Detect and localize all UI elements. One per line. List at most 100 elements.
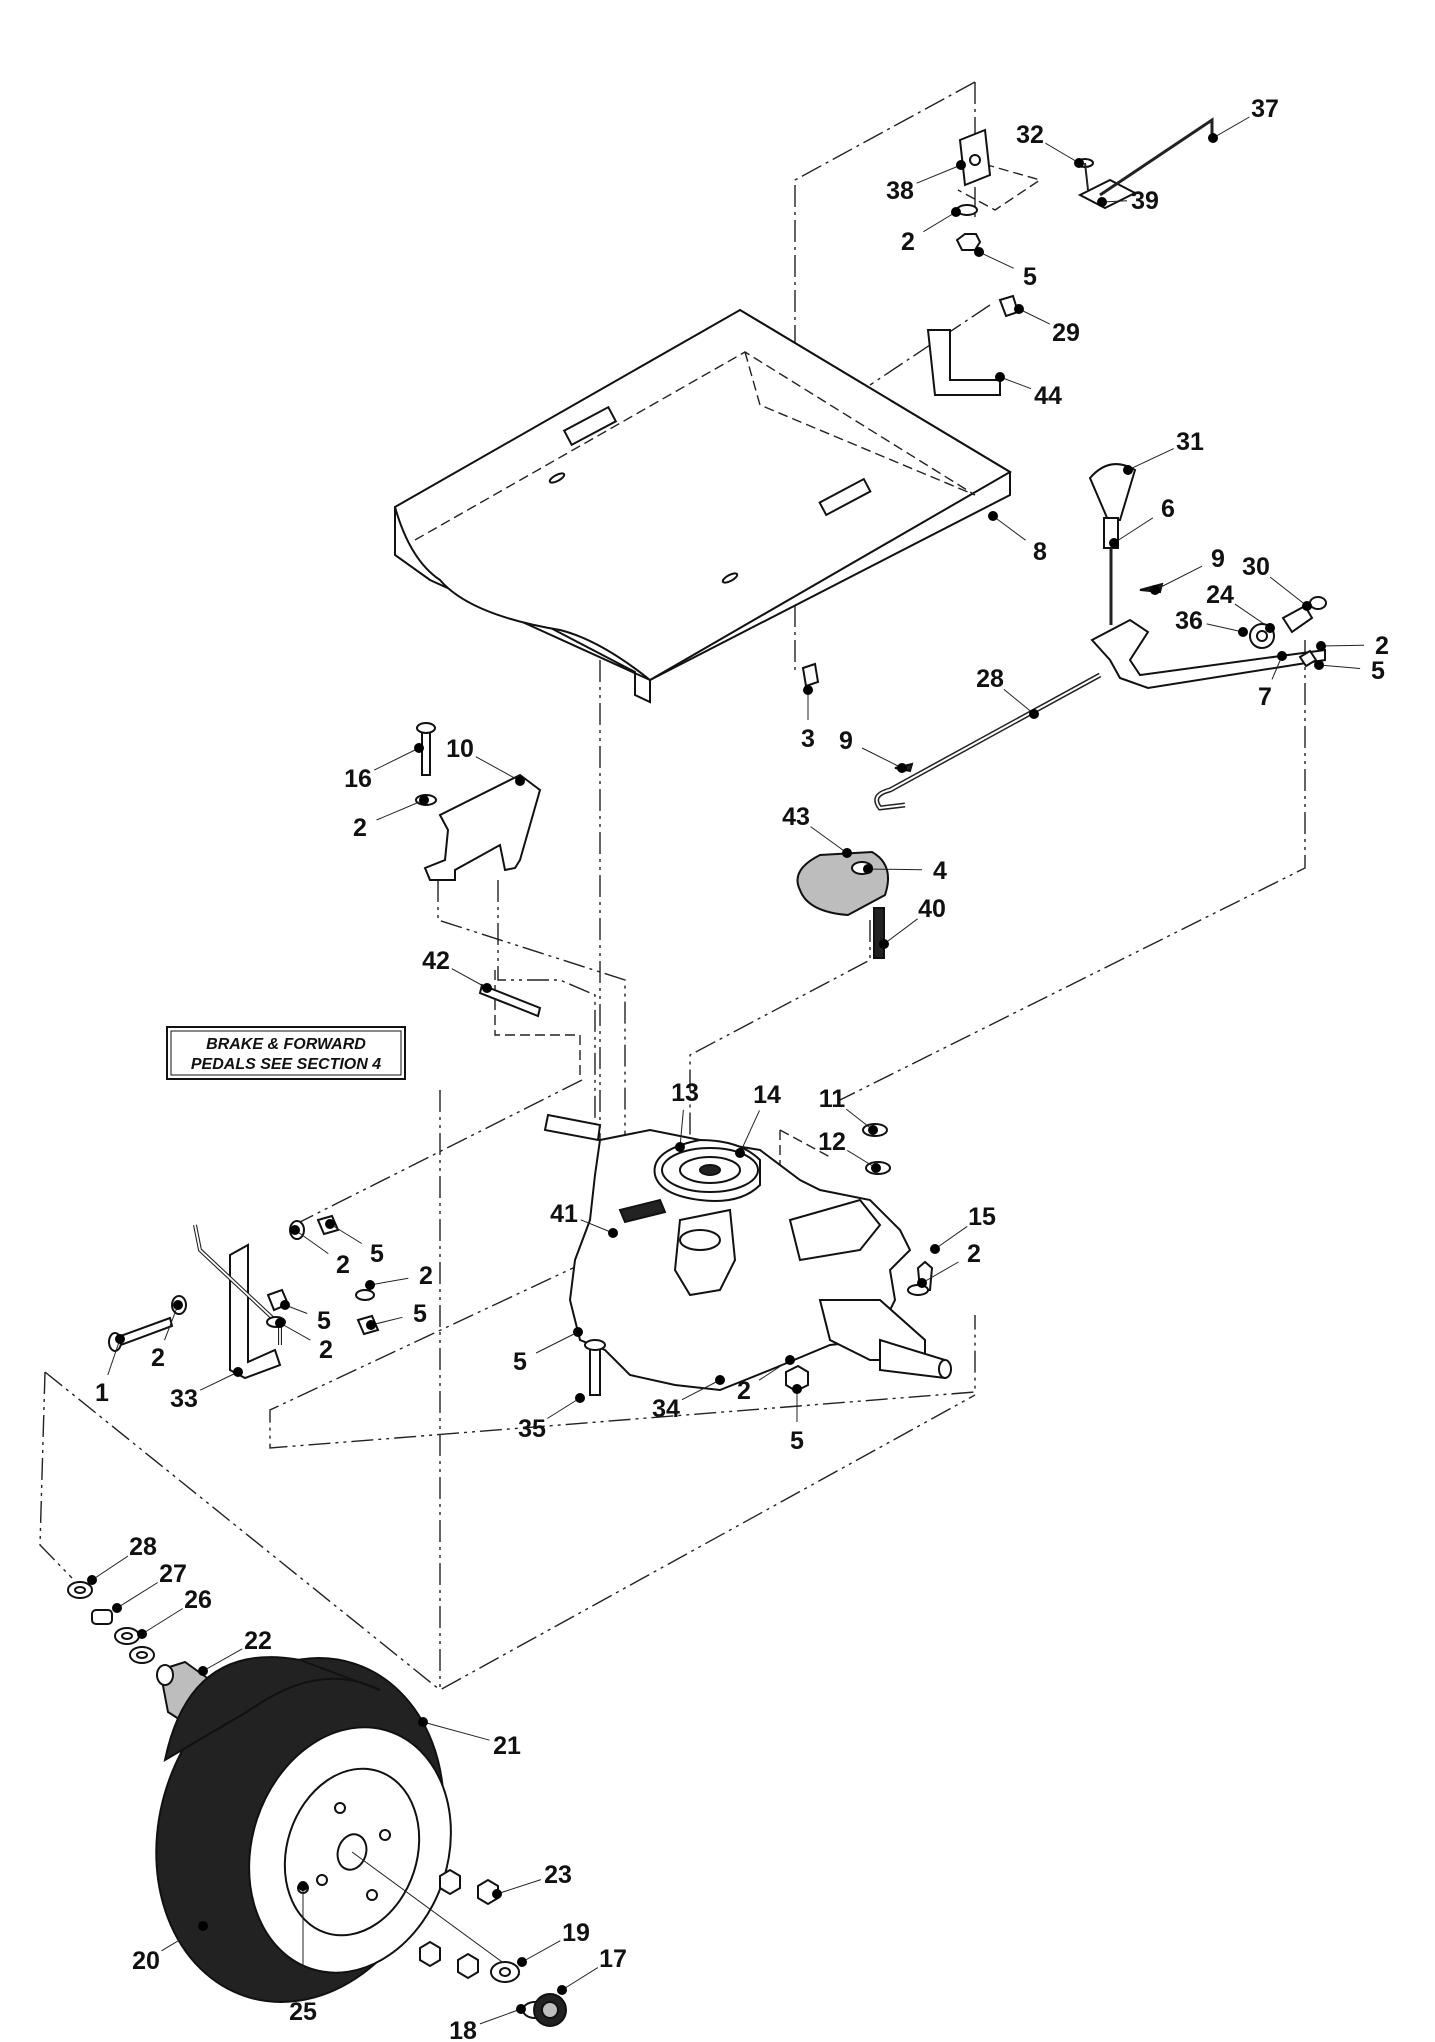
callout-leader [921,1261,959,1284]
rear-wheel [155,1656,452,2003]
callout-leader [370,1316,403,1326]
callout-dot [1109,538,1119,548]
callout-dot [516,2004,526,2014]
callout-dot [792,1384,802,1394]
callout-label: 26 [184,1586,212,1614]
callout-label: 35 [518,1415,546,1443]
callout-22: 22 [198,1627,272,1676]
callout-label: 5 [370,1240,384,1268]
callout-dot [290,1225,300,1235]
callout-4: 4 [863,857,947,885]
callout-leader [992,515,1026,541]
callout-label: 15 [968,1203,996,1231]
callout-leader [1045,142,1080,164]
callout-leader [1018,308,1051,325]
callout-2: 2 [290,1225,350,1279]
callout-2: 2 [1316,632,1389,660]
callout-leader [369,1277,409,1286]
callout-leader [758,1359,791,1381]
callout-dot [842,848,852,858]
callout-9: 9 [1150,545,1225,595]
callout-dot [974,247,984,257]
callout-label: 2 [967,1240,981,1268]
callout-label: 9 [839,727,853,755]
callout-leader [1113,517,1154,544]
callout-label: 40 [918,895,946,923]
callout-dot [871,1163,881,1173]
callout-leader [810,826,848,854]
callout-label: 3 [801,725,815,753]
callout-35: 35 [518,1393,585,1443]
callout-dot [233,1367,243,1377]
callout-label: 5 [1371,657,1385,685]
callout-25: 25 [289,1881,317,2026]
callout-dot [418,1717,428,1727]
callout-label: 39 [1131,187,1159,215]
callout-dot [930,1244,940,1254]
callout-label: 2 [319,1336,333,1364]
callout-leader [1206,623,1244,633]
callout-label: 2 [1375,632,1389,660]
callout-dot [868,1125,878,1135]
callout-dot [1208,133,1218,143]
callout-21: 21 [418,1717,521,1760]
callout-label: 18 [449,2017,477,2042]
callout-dot [365,1280,375,1290]
callout-leader [561,1967,599,1991]
callout-2: 2 [737,1355,795,1405]
note-box-inner [170,1030,402,1076]
callout-label: 41 [550,1200,578,1228]
callout-dot [956,160,966,170]
callout-41: 41 [550,1200,618,1238]
callout-label: 42 [422,947,450,975]
callout-28: 28 [976,665,1039,719]
callout-label: 13 [671,1079,699,1107]
callout-dot [735,1148,745,1158]
note-line-2: PEDALS SEE SECTION 4 [191,1056,381,1073]
callout-dot [785,1355,795,1365]
callout-dot [879,939,889,949]
callout-label: 33 [170,1385,198,1413]
callout-dot [87,1575,97,1585]
shift-lever-assembly [801,463,1327,811]
callout-label: 29 [1052,319,1080,347]
callout-3: 3 [801,685,815,753]
callout-label: 2 [353,814,367,842]
callout-label: 11 [819,1085,846,1113]
lug-nuts-and-cap [351,1851,567,2027]
callout-dot [575,1393,585,1403]
callout-16: 16 [344,743,424,793]
callout-28: 28 [87,1533,157,1585]
callout-leader [679,1109,684,1148]
callout-leader [279,1322,311,1341]
callout-10: 10 [446,735,525,786]
callout-leader [202,1648,243,1672]
note-box-outer [166,1026,406,1080]
callout-leader [479,2008,522,2025]
callout-24: 24 [1206,581,1275,633]
callout-dot [419,795,429,805]
callout-label: 44 [1034,382,1062,410]
callout-dot [137,1629,147,1639]
callout-5: 5 [513,1327,583,1376]
pin [478,983,542,1018]
callout-leader [847,1149,877,1169]
callout-43: 43 [782,803,852,858]
callout-40: 40 [879,895,946,949]
callout-label: 7 [1258,683,1272,711]
callout-label: 4 [933,857,947,885]
callout-leader [681,1379,721,1401]
callout-dot [198,1666,208,1676]
callout-dot [557,1985,567,1995]
callout-dot [573,1327,583,1337]
callout-dot [115,1334,125,1344]
callout-dot [1029,709,1039,719]
callout-8: 8 [988,511,1047,566]
callout-32: 32 [1016,121,1084,168]
callout-6: 6 [1109,495,1175,548]
callout-31: 31 [1123,428,1204,475]
callout-leader [1234,603,1271,629]
callout-dot [897,763,907,773]
callout-leader [861,747,903,769]
